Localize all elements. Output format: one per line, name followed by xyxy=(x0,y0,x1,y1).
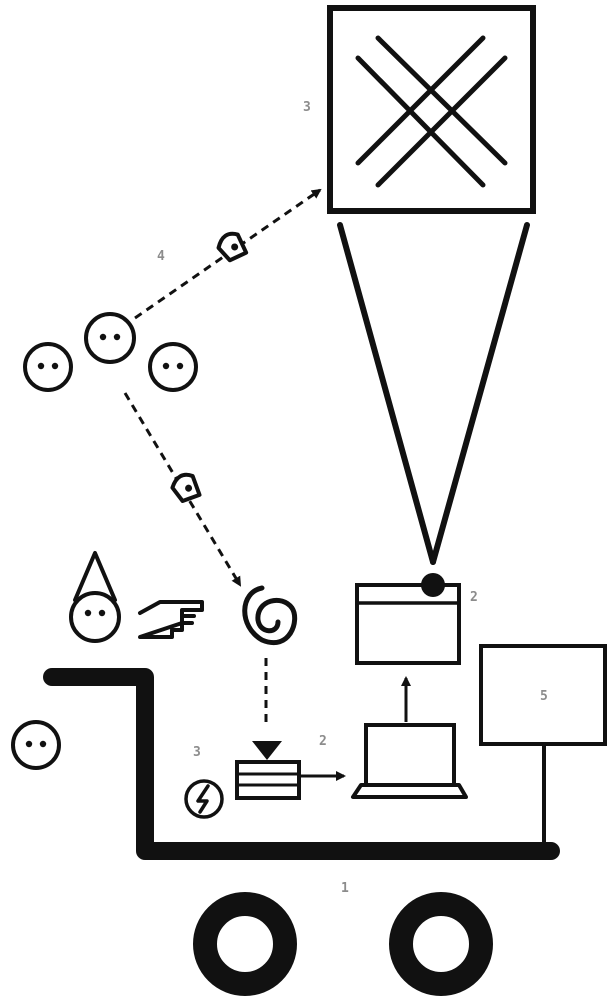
projector-device-icon xyxy=(237,762,299,798)
label-cart: 1 xyxy=(341,881,349,896)
smiley-face-icon xyxy=(13,722,59,768)
label-laptop: 2 xyxy=(319,734,327,749)
eye-icon xyxy=(170,472,200,503)
wheel-icon xyxy=(401,904,481,984)
label-browser: 2 xyxy=(470,590,478,605)
laptop-icon xyxy=(353,725,466,797)
label-power: 3 xyxy=(193,745,201,760)
spiral-icon xyxy=(245,588,295,643)
label-observer-view: 4 xyxy=(157,249,165,264)
monitor-icon xyxy=(481,646,605,845)
smiley-face-icon xyxy=(25,344,71,390)
label-screen: 3 xyxy=(303,100,311,115)
triangle-arrowhead xyxy=(252,741,282,760)
projection-beam xyxy=(340,225,527,562)
smiley-face-icon xyxy=(150,344,196,390)
pointing-hand-icon xyxy=(140,602,202,637)
browser-window-icon xyxy=(357,573,459,663)
smiley-face-icon xyxy=(86,314,134,362)
large-screen-icon xyxy=(330,8,533,211)
power-icon xyxy=(186,781,222,817)
wheel-icon xyxy=(205,904,285,984)
cart-frame xyxy=(52,677,551,851)
label-monitor: 5 xyxy=(540,689,548,704)
wizard-face-icon xyxy=(71,553,119,641)
